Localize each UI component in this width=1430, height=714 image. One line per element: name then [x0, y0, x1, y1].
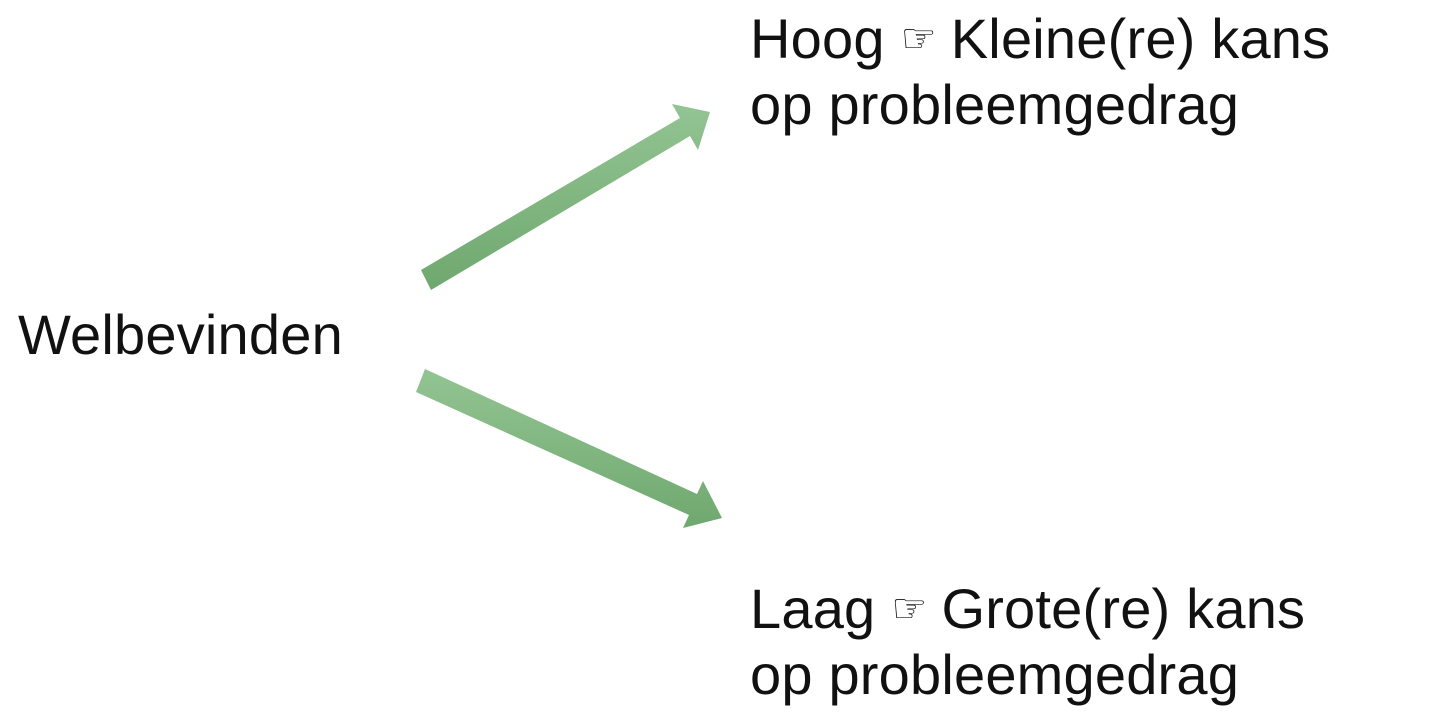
outcome-high: Hoog ☞ Kleine(re) kans op probleemgedrag: [750, 6, 1330, 138]
outcome-high-text: Kleine(re) kans: [950, 7, 1331, 70]
source-text: Welbevinden: [18, 303, 343, 366]
outcome-low: Laag ☞ Grote(re) kans op probleemgedrag: [750, 576, 1305, 708]
outcome-high-level: Hoog: [750, 7, 885, 70]
outcome-low-level: Laag: [750, 577, 876, 640]
outcome-low-text: Grote(re) kans: [941, 577, 1306, 640]
outcome-low-line2: op probleemgedrag: [750, 643, 1240, 706]
outcome-low-line1: Laag ☞ Grote(re) kans: [750, 576, 1305, 642]
outcome-high-line2: op probleemgedrag: [750, 73, 1240, 136]
pointing-hand-icon: ☞: [891, 586, 928, 632]
arrow-to-high: [421, 104, 710, 290]
outcome-high-line1: Hoog ☞ Kleine(re) kans: [750, 6, 1330, 72]
arrow-to-low: [416, 369, 722, 528]
pointing-hand-icon: ☞: [900, 16, 937, 62]
source-label: Welbevinden: [18, 302, 343, 368]
